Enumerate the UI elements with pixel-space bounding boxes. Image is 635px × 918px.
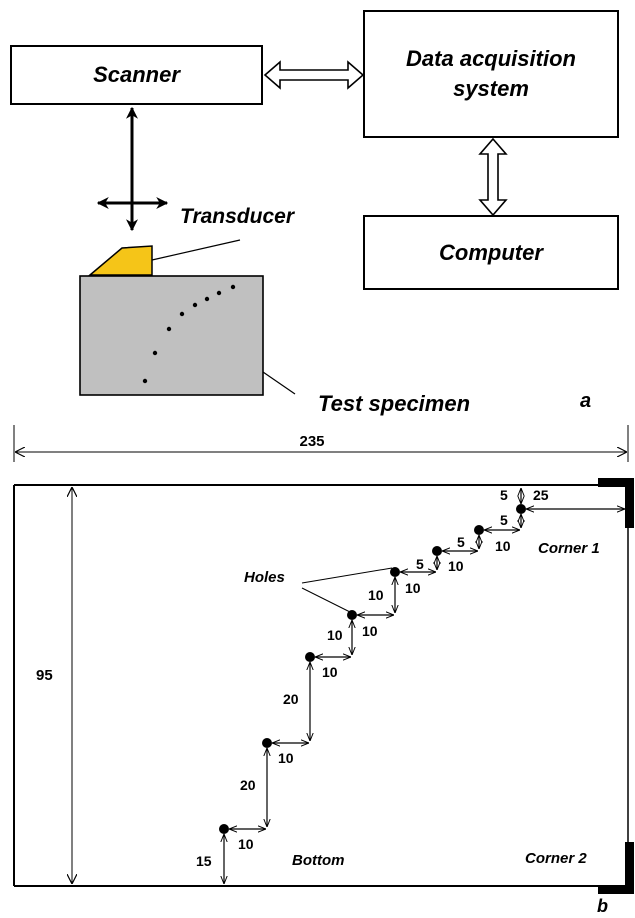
test-specimen-label: Test specimen xyxy=(318,391,471,416)
computer-box: Computer xyxy=(363,215,619,290)
scanner-box: Scanner xyxy=(10,45,263,105)
daq-label-line1: Data acquisition xyxy=(406,46,576,71)
computer-label: Computer xyxy=(439,239,543,265)
corner-2-label: Corner 2 xyxy=(525,850,587,867)
corner-1-label: Corner 1 xyxy=(538,540,600,557)
vertical-step-dimensions xyxy=(224,488,521,884)
horizontal-step-dimensions xyxy=(229,509,625,829)
dim-10-v4: 10 xyxy=(327,627,343,643)
transducer-probe xyxy=(87,245,153,276)
width-dim-label: 235 xyxy=(299,433,324,450)
dim-5-v4: 5 xyxy=(500,487,508,503)
dim-5-v2: 5 xyxy=(457,534,465,550)
transducer-leader-line xyxy=(151,239,241,261)
dim-10-h6: 10 xyxy=(448,558,464,574)
specimen-leader-line xyxy=(262,371,296,395)
panel-b-label: b xyxy=(597,896,608,916)
dim-10-h7: 10 xyxy=(495,538,511,554)
dim-25: 25 xyxy=(533,487,549,503)
dim-10-h4: 10 xyxy=(362,623,378,639)
dim-10-h1: 10 xyxy=(238,836,254,852)
daq-computer-double-arrow xyxy=(478,137,508,217)
dim-5-v3: 5 xyxy=(500,512,508,528)
corner-1-bracket xyxy=(598,478,634,528)
holes-label: Holes xyxy=(244,569,285,586)
scanner-daq-double-arrow xyxy=(263,60,365,90)
transducer-label: Transducer xyxy=(180,205,294,228)
scanner-label: Scanner xyxy=(93,62,180,87)
test-specimen xyxy=(79,275,264,396)
dim-20-lower: 20 xyxy=(240,777,256,793)
corner-2-bracket xyxy=(598,842,634,894)
panel-a-label: a xyxy=(580,390,592,412)
dim-10-h5: 10 xyxy=(405,580,421,596)
bottom-label: Bottom xyxy=(292,852,345,869)
holes-leader-line-1 xyxy=(301,567,393,584)
data-acquisition-box: Data acquisition system xyxy=(363,10,619,138)
dim-5-v1: 5 xyxy=(416,556,424,572)
height-dim-label: 95 xyxy=(36,667,53,684)
dim-20-upper: 20 xyxy=(283,691,299,707)
daq-label-line2: system xyxy=(453,76,529,101)
dim-10-v5: 10 xyxy=(368,587,384,603)
dim-15: 15 xyxy=(196,853,212,869)
holes-leader-line-2 xyxy=(301,587,351,613)
dim-10-h3: 10 xyxy=(322,664,338,680)
dim-10-h2: 10 xyxy=(278,750,294,766)
specimen-holes xyxy=(142,284,236,384)
hole-pattern xyxy=(219,504,526,834)
